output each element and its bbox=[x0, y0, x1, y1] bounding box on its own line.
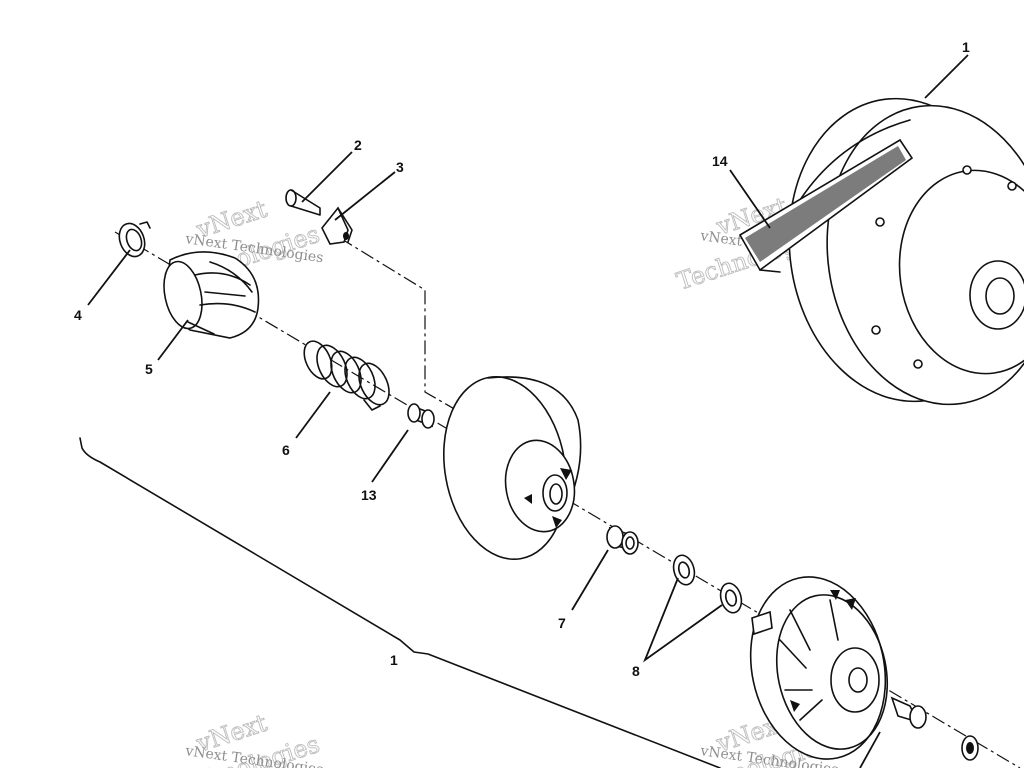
callout-2: 2 bbox=[354, 137, 362, 153]
part-movable-sheave bbox=[442, 376, 582, 560]
part-primary-clutch bbox=[788, 97, 1024, 406]
callout-4: 4 bbox=[74, 307, 82, 323]
part-washers bbox=[672, 554, 743, 614]
part-snap-ring bbox=[118, 221, 151, 258]
assembly-bracket bbox=[79, 437, 721, 769]
leader-lines bbox=[87, 54, 969, 769]
callout-14: 14 bbox=[712, 153, 728, 169]
callout-1-bracket: 1 bbox=[390, 652, 398, 668]
callout-13: 13 bbox=[361, 487, 377, 503]
part-pin bbox=[285, 189, 321, 216]
part-drive-belt bbox=[738, 138, 914, 273]
part-bushing bbox=[606, 525, 639, 555]
part-fixed-sheave bbox=[749, 576, 979, 761]
part-cam-shoe bbox=[321, 206, 353, 245]
callout-6: 6 bbox=[282, 442, 290, 458]
callout-3: 3 bbox=[396, 159, 404, 175]
callout-1-top: 1 bbox=[962, 39, 970, 55]
part-cam bbox=[163, 251, 260, 339]
callout-labels: 1 14 2 3 4 5 6 13 7 8 1 bbox=[74, 39, 970, 679]
part-spring bbox=[303, 340, 390, 411]
callout-8: 8 bbox=[632, 663, 640, 679]
part-bushing-small bbox=[407, 403, 435, 429]
watermark-bottom-left: vNext Technologies vNext Technologies bbox=[163, 708, 325, 773]
callout-5: 5 bbox=[145, 361, 153, 377]
callout-7: 7 bbox=[558, 615, 566, 631]
